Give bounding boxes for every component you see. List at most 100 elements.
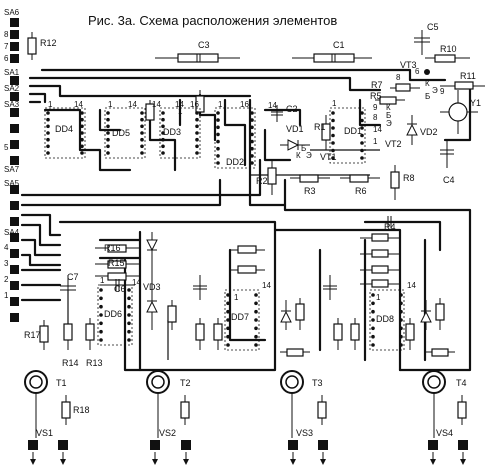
capacitor-label: C4 <box>443 175 455 185</box>
chip-pin-pad <box>99 304 103 309</box>
contact-pad <box>10 92 19 101</box>
capacitors: C3 C1 C5 C2 C4 C7 C6 <box>60 22 455 300</box>
contact-pad <box>10 42 19 51</box>
chip-pin-pad <box>140 117 144 122</box>
chip-pin-pad <box>331 111 335 115</box>
resistor-body <box>434 54 456 63</box>
pin-mark: 8 <box>396 73 401 82</box>
chip-pin-pad <box>226 334 230 339</box>
chip-pin-pad <box>331 141 335 145</box>
chip-dd6 <box>97 284 133 346</box>
chip-pin-pad <box>216 154 220 158</box>
chip-pin-pad <box>360 126 364 130</box>
pin-number: 1 <box>376 293 381 302</box>
chip-pin-pad <box>80 144 84 149</box>
pin-number-labels: 1 14 1 14 14 16 16 1 14 1 14 1 8 9 14 1 … <box>48 99 416 302</box>
chip-pin-pad <box>46 124 50 129</box>
chip-pin-pad <box>371 309 375 314</box>
output-leads <box>35 393 435 438</box>
output-vs2: VS2 <box>150 428 191 465</box>
chip-pin-pad <box>216 161 220 165</box>
contact-pad <box>10 217 19 226</box>
contact-label: 7 <box>4 42 9 51</box>
pin-number: 16 <box>190 100 199 109</box>
contact-label: 8 <box>4 30 9 39</box>
contact-pad <box>10 76 19 85</box>
chip-dd8 <box>369 289 405 351</box>
transistor-pin-label: К <box>296 151 301 160</box>
capacitor-label: C6 <box>114 284 126 294</box>
chip-pin-pad <box>250 118 254 122</box>
pin-number: 1 <box>218 100 223 109</box>
transistor-t1: T1 <box>24 370 67 394</box>
transistor-pin-label: Б <box>386 111 391 120</box>
chip-pin-pad <box>226 343 230 347</box>
chip-pin-pad <box>216 132 220 137</box>
contact-label: 1 <box>4 291 9 300</box>
chip-pin-pad <box>140 144 144 149</box>
chip-pin-pad <box>106 144 110 149</box>
pin-number: 14 <box>268 101 277 110</box>
left-contact-column <box>10 18 19 322</box>
contact-pad <box>10 249 19 258</box>
chip-pin-pad <box>106 124 110 129</box>
contact-label: 4 <box>4 243 9 252</box>
resistor-label: R5 <box>370 91 382 101</box>
resistor-label: R8 <box>403 173 415 183</box>
chip-pin-pad <box>127 321 131 326</box>
chip-label: DD3 <box>163 127 181 137</box>
chip-pin-pad <box>195 117 199 122</box>
contact-label: 6 <box>4 54 9 63</box>
chip-pin-pad <box>360 111 364 115</box>
resistor-body <box>454 81 474 90</box>
contact-label: SA3 <box>4 100 20 109</box>
chip-pin-pad <box>250 146 254 151</box>
contact-label: SA7 <box>4 165 20 174</box>
pin-number: 1 <box>178 107 183 116</box>
chip-pin-pad <box>80 124 84 129</box>
chip-label: DD4 <box>55 124 73 134</box>
pin-number: 8 <box>373 113 378 122</box>
chip-pin-pad <box>140 137 144 142</box>
capacitor-label: C7 <box>67 272 79 282</box>
chip-pin-pad <box>399 309 403 314</box>
contact-label: 5 <box>4 143 9 152</box>
left-contact-labels: SA6 8 7 6 SA1 SA2 SA3 5 SA7 SA5 SA4 4 3 … <box>4 8 20 300</box>
chip-pin-pad <box>161 111 165 115</box>
chip-label: DD1 <box>344 126 362 136</box>
diode-label: VD1 <box>286 124 304 134</box>
chip-pin-pad <box>99 288 103 292</box>
resistor-body <box>349 174 369 183</box>
pin-number: 14 <box>74 100 83 109</box>
chip-pin-pad <box>127 296 131 301</box>
chip-pin-pad <box>99 296 103 301</box>
resistor-body <box>299 174 319 183</box>
resistor-label: R4 <box>384 222 396 232</box>
chip-pin-pad <box>371 326 375 331</box>
output-label: VS2 <box>159 428 176 438</box>
chips: DD4 DD5 DD3 DD2 DD1 DD6 DD7 DD8 <box>44 107 405 351</box>
chip-pin-pad <box>46 111 50 115</box>
capacitor-label: C2 <box>286 104 298 114</box>
resistor-body <box>379 96 397 105</box>
pin-number: 1 <box>100 276 105 285</box>
pin-number: 14 <box>132 278 141 287</box>
chip-pin-pad <box>226 309 230 314</box>
output-terminals: VS1 VS2 VS3 VS4 <box>28 428 468 465</box>
resistor-label: R10 <box>440 44 457 54</box>
contact-pad <box>10 108 19 117</box>
chip-dd2 <box>214 107 256 169</box>
resistor-label: R11 <box>460 71 476 81</box>
contact-pad <box>10 233 19 242</box>
chip-dd5 <box>104 107 146 159</box>
chip-dd3 <box>159 107 201 159</box>
chip-pin-pad <box>46 131 50 135</box>
chip-pin-pad <box>127 313 131 317</box>
pin-mark: 6 <box>415 67 420 76</box>
chip-pin-pad <box>216 118 220 122</box>
chip-dd1 <box>329 107 366 164</box>
pin-number: 1 <box>234 293 239 302</box>
transistor-t2: T2 <box>146 370 191 394</box>
transistor-label: VT2 <box>385 139 402 149</box>
